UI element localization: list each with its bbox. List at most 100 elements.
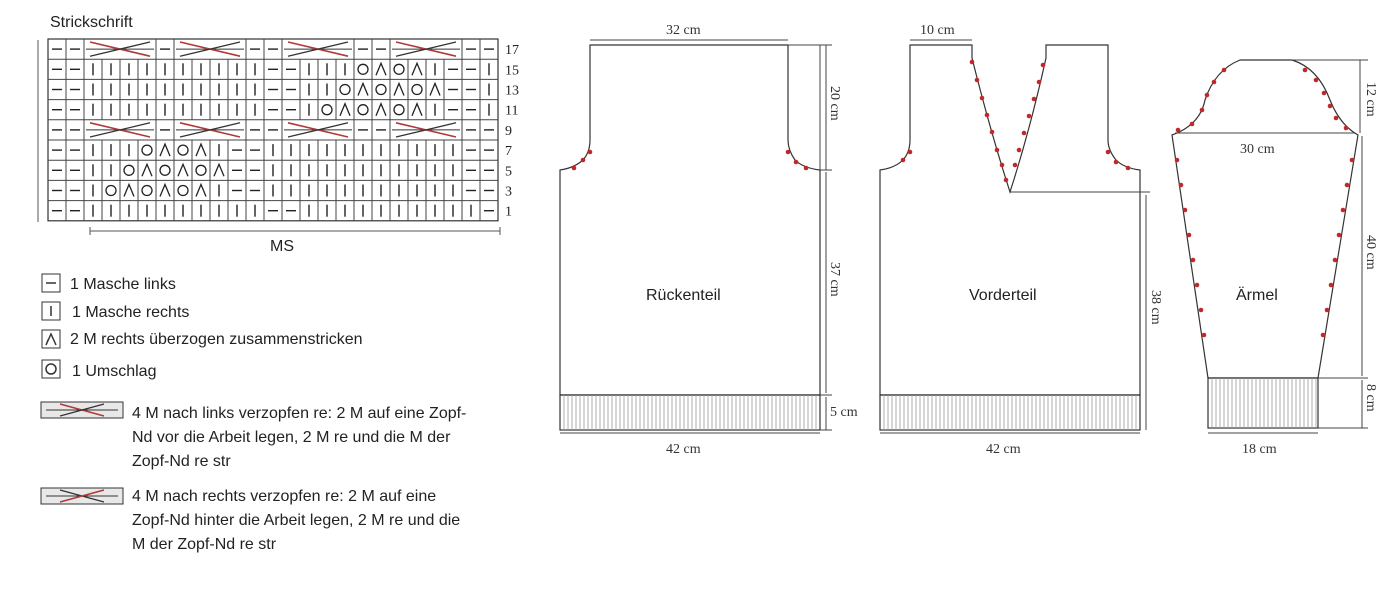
stitch-symbol: [177, 184, 189, 197]
shaping-dot: [1201, 332, 1207, 338]
shaping-dot: [1324, 307, 1330, 313]
sleeve-cuff-height: 8 cm: [1363, 384, 1378, 412]
legend-cable-right-line3: M der Zopf-Nd re str: [132, 536, 277, 553]
sleeve-bottom-width: 18 cm: [1242, 442, 1277, 457]
front-rib-lines: [883, 395, 1137, 430]
shaping-dot: [1031, 96, 1037, 102]
cable-cross: [287, 41, 349, 57]
back-bottom-width: 42 cm: [666, 442, 701, 457]
shaping-dot: [587, 149, 593, 155]
back-top-width: 32 cm: [666, 23, 701, 38]
stitch-symbol: [339, 102, 351, 116]
cable-cross: [395, 122, 457, 138]
dimension-lines: [560, 39, 1368, 434]
back-armhole-height: 20 cm: [827, 86, 842, 121]
back-rib-height: 5 cm: [830, 405, 858, 420]
stitch-symbol: [105, 184, 117, 197]
shaping-dot: [1105, 149, 1111, 155]
shaping-dot: [1320, 332, 1326, 338]
shaping-dot: [900, 157, 906, 163]
legend-cable-right-line1: 4 M nach rechts verzopfen re: 2 M auf ei…: [132, 488, 437, 505]
chart-title: Strickschrift: [50, 14, 133, 31]
cable-cross: [395, 41, 457, 57]
stitch-symbol: [123, 164, 135, 176]
shaping-dot: [1211, 79, 1217, 85]
row-number: 5: [505, 164, 512, 179]
row-number: 13: [505, 84, 519, 99]
front-neck-width: 10 cm: [920, 23, 955, 38]
shaping-dot: [969, 59, 975, 65]
shaping-dot: [1186, 232, 1192, 238]
shaping-dot: [1321, 90, 1327, 96]
shaping-dot: [1125, 165, 1131, 171]
row-number: 1: [505, 205, 512, 220]
shaping-dot: [907, 149, 913, 155]
stitch-symbol: [141, 144, 153, 156]
shaping-dot: [803, 165, 809, 171]
stitch-symbol: [357, 81, 369, 96]
legend-cable-left-line1: 4 M nach links verzopfen re: 2 M auf ein…: [132, 405, 467, 422]
shaping-dot: [974, 77, 980, 83]
stitch-symbol: [357, 63, 369, 75]
row-number: 17: [505, 43, 519, 58]
shaping-dot: [999, 162, 1005, 168]
shaping-dot: [1332, 257, 1338, 263]
cable-left-icon: [40, 401, 124, 419]
stitch-symbol: [177, 162, 189, 177]
stitch-symbol: [141, 162, 153, 177]
front-piece-outline: [879, 44, 1141, 431]
legend-cable-right-line2: Zopf-Nd hinter die Arbeit legen, 2 M re …: [132, 512, 461, 529]
shaping-dot: [1178, 182, 1184, 188]
stitch-symbol: [375, 61, 387, 76]
ssk-icon: [41, 329, 61, 349]
shaping-dot: [1189, 121, 1195, 127]
stitch-symbol: [141, 184, 153, 197]
shaping-dot: [1194, 282, 1200, 288]
stitch-symbol: [357, 104, 369, 116]
shaping-dot: [989, 129, 995, 135]
cable-right-icon: [40, 487, 124, 505]
row-number: 7: [505, 144, 512, 159]
shaping-dot: [979, 95, 985, 101]
ms-label: MS: [270, 238, 294, 255]
shaping-dot: [1343, 125, 1349, 131]
stitch-symbol: [213, 162, 225, 177]
shaping-dot: [1182, 207, 1188, 213]
shaping-dot: [994, 147, 1000, 153]
shaping-dot: [1174, 157, 1180, 163]
shaping-dot: [1302, 67, 1308, 73]
shaping-dot: [1349, 157, 1355, 163]
row-number: 3: [505, 185, 512, 200]
shaping-dot: [1016, 147, 1022, 153]
legend-yarn-over-text: 1 Umschlag: [72, 363, 157, 380]
row-number: 9: [505, 124, 512, 139]
legend-cable-left-line2: Nd vor die Arbeit legen, 2 M re und die …: [132, 429, 451, 446]
back-piece-outline: [559, 44, 821, 431]
cable-cross: [89, 41, 151, 57]
knit-icon: [41, 301, 61, 321]
front-length: 38 cm: [1148, 290, 1163, 325]
shaping-dot: [1204, 92, 1210, 98]
stitch-symbol: [195, 182, 207, 197]
legend-cable-left-line3: Zopf-Nd re str: [132, 453, 231, 470]
shaping-dot: [1036, 79, 1042, 85]
front-piece-label: Vorderteil: [969, 287, 1037, 304]
legend-ssk-text: 2 M rechts überzogen zusammenstricken: [70, 331, 363, 348]
shaping-dot: [1221, 67, 1227, 73]
sleeve-cap-height: 12 cm: [1363, 82, 1378, 117]
shaping-dot: [785, 149, 791, 155]
sleeve-label: Ärmel: [1236, 287, 1278, 304]
sleeve-rib-lines: [1211, 378, 1317, 428]
yarn-over-icon: [41, 359, 61, 379]
stitch-symbol: [375, 83, 387, 96]
shaping-dot: [1336, 232, 1342, 238]
back-rib-lines: [563, 395, 817, 430]
shaping-dots: [571, 59, 1355, 338]
shaping-dot: [1026, 113, 1032, 119]
shaping-dot: [1021, 130, 1027, 136]
shaping-dot: [1012, 162, 1018, 168]
stitch-symbol: [339, 83, 351, 96]
stitch-symbol: [159, 164, 171, 176]
shaping-dot: [1327, 103, 1333, 109]
